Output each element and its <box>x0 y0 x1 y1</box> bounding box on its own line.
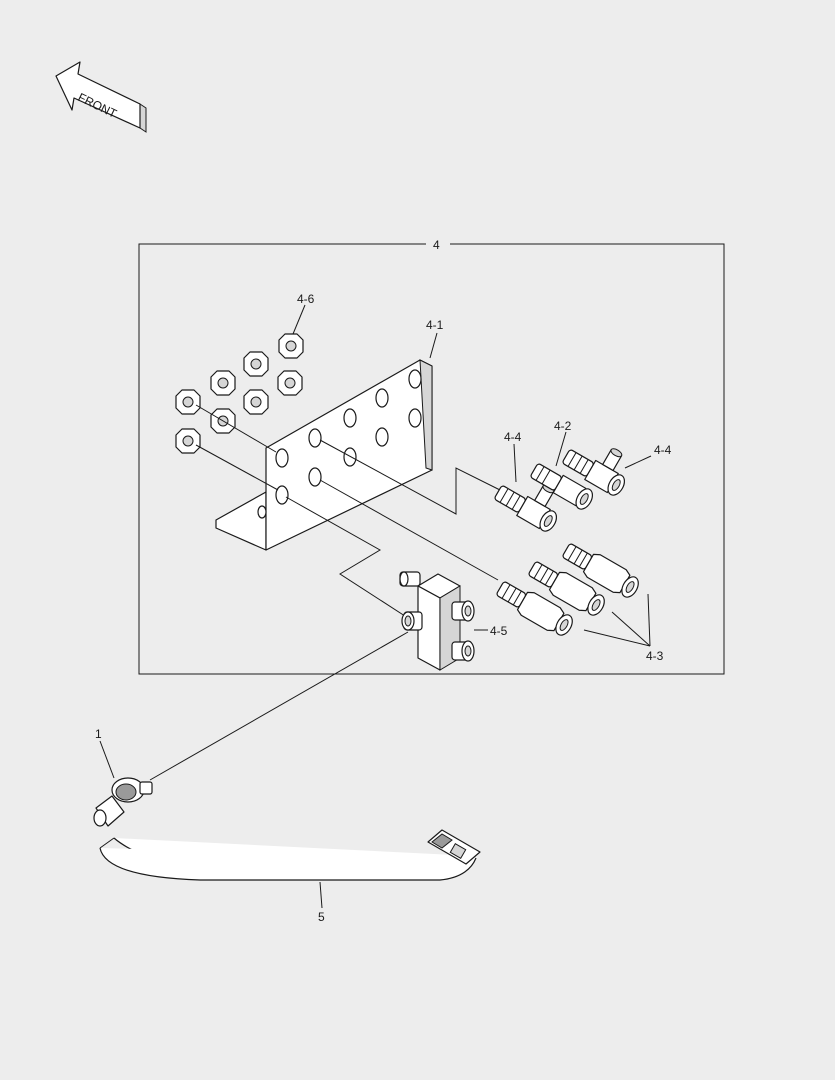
label-tee: 4-2 <box>554 419 572 433</box>
mounting-bracket: 4-1 <box>215 318 444 551</box>
block-fitting: 4-5 <box>399 571 508 671</box>
label-harness: 5 <box>318 910 325 924</box>
label-nuts: 4-6 <box>297 292 315 306</box>
elbow-fitting <box>494 484 558 532</box>
block-port <box>451 600 475 622</box>
label-switch: 1 <box>95 727 102 741</box>
label-block: 4-5 <box>490 624 508 638</box>
hex-nut <box>277 370 303 396</box>
reducer-fitting <box>528 561 605 616</box>
hex-nut <box>175 389 201 415</box>
hex-nut <box>210 370 236 396</box>
label-elbow-right: 4-4 <box>654 443 672 457</box>
hex-nut <box>175 428 201 454</box>
wire-harness: 5 <box>99 829 481 924</box>
label-bracket: 4-1 <box>426 318 444 332</box>
reducer-fittings: 4-3 <box>496 543 664 663</box>
harness-connector <box>427 829 481 865</box>
block-port <box>399 571 421 587</box>
tee-fitting <box>530 463 594 510</box>
hex-nuts: 4-6 <box>175 292 315 454</box>
pressure-switch: 1 <box>93 727 153 827</box>
assembly-frame: 4 <box>138 238 725 675</box>
label-elbow-left: 4-4 <box>504 430 522 444</box>
label-assembly: 4 <box>433 238 440 252</box>
elbow-fitting <box>562 448 626 496</box>
reducer-fitting <box>562 543 639 598</box>
hex-nut <box>243 351 269 377</box>
block-port <box>451 640 475 662</box>
front-arrow-icon: FRONT <box>55 61 147 133</box>
block-port <box>401 611 423 631</box>
elbow-fittings: 4-4 4-2 4-4 <box>494 419 672 532</box>
reducer-fitting <box>496 581 573 636</box>
hex-nut <box>278 333 304 359</box>
hex-nut <box>243 389 269 415</box>
label-reducers: 4-3 <box>646 649 664 663</box>
assembly-leader-lines <box>149 404 501 781</box>
